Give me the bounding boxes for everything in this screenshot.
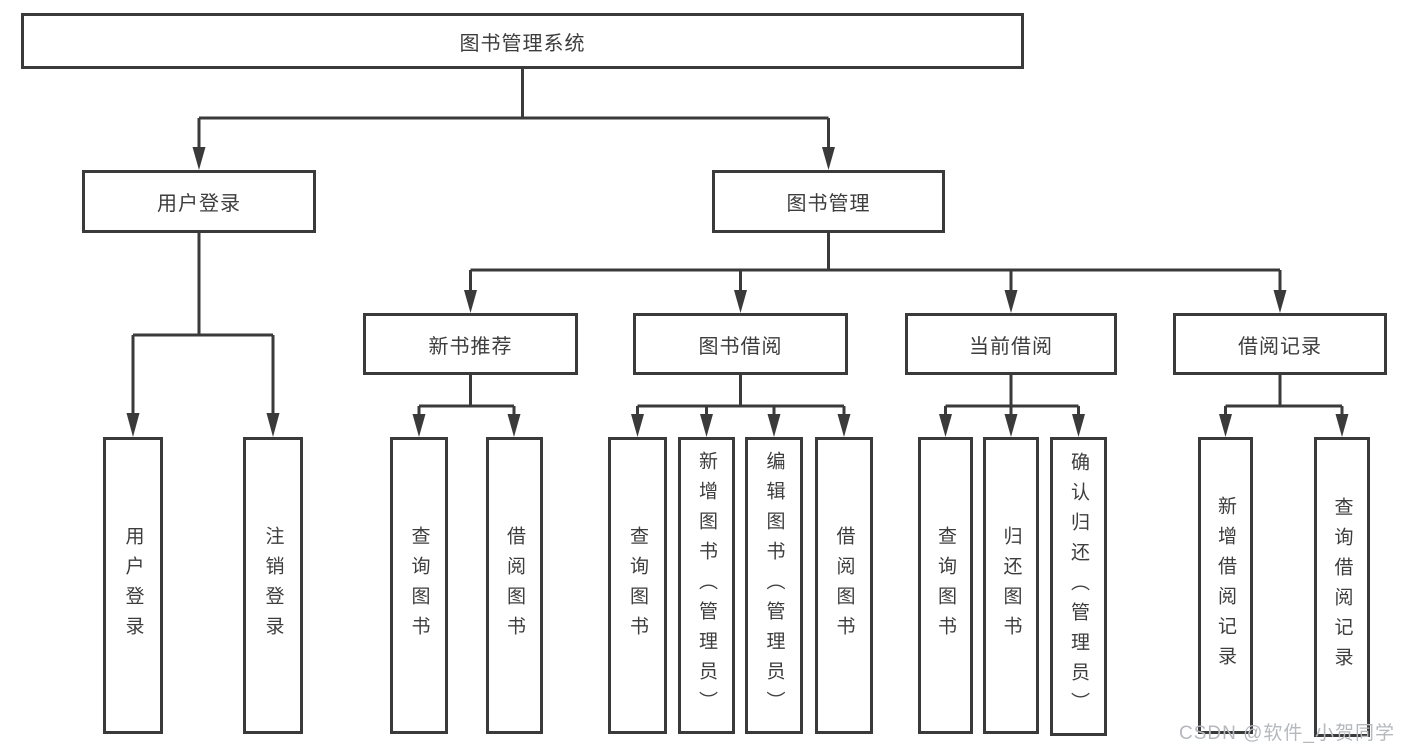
node-borrow-records-label: 借阅记录	[1238, 335, 1322, 358]
csdn-watermark: CSDN @软件_小贺同学	[1179, 723, 1395, 744]
leaf-query-borrow-record: 查询借阅记录	[1314, 437, 1370, 737]
leaf-edit-book-admin-label: 编辑图书（管理员）	[763, 450, 785, 721]
node-root-label: 图书管理系统	[459, 32, 586, 55]
leaf-user-login-label: 用户登录	[122, 525, 144, 646]
node-book-borrow: 图书借阅	[633, 313, 848, 375]
leaf-edit-book-admin: 编辑图书（管理员）	[745, 437, 803, 734]
leaf-recommend-borrow-book-label: 借阅图书	[504, 525, 525, 646]
node-root-system: 图书管理系统	[21, 13, 1024, 69]
node-new-book-recommend-label: 新书推荐	[428, 335, 513, 358]
leaf-logout: 注销登录	[243, 437, 303, 734]
leaf-borrow-book: 借阅图书	[815, 437, 873, 734]
arrowhead-icons	[126, 147, 1349, 437]
leaf-confirm-return-admin-label: 确认归还（管理员）	[1068, 451, 1089, 722]
leaf-user-login: 用户登录	[103, 437, 163, 734]
node-book-management-label: 图书管理	[786, 193, 871, 215]
leaf-borrow-query-book-label: 查询图书	[627, 525, 648, 646]
leaf-add-borrow-record: 新增借阅记录	[1198, 437, 1253, 734]
leaf-recommend-query-book: 查询图书	[390, 437, 448, 734]
node-borrow-records: 借阅记录	[1173, 313, 1387, 375]
leaf-current-query-book: 查询图书	[918, 437, 973, 734]
leaf-current-query-book-label: 查询图书	[935, 525, 956, 646]
leaf-add-book-admin: 新增图书（管理员）	[678, 437, 735, 734]
leaf-query-borrow-record-label: 查询借阅记录	[1331, 497, 1353, 677]
leaf-add-borrow-record-label: 新增借阅记录	[1215, 495, 1236, 676]
node-current-borrow-label: 当前借阅	[969, 335, 1053, 358]
leaf-add-book-admin-label: 新增图书（管理员）	[696, 450, 717, 721]
node-user-login: 用户登录	[82, 170, 316, 233]
leaf-recommend-query-book-label: 查询图书	[408, 525, 430, 646]
leaf-return-book-label: 归还图书	[1000, 525, 1022, 646]
leaf-recommend-borrow-book: 借阅图书	[486, 437, 543, 734]
leaf-confirm-return-admin: 确认归还（管理员）	[1050, 437, 1107, 736]
node-book-management: 图书管理	[712, 170, 945, 233]
node-user-login-label: 用户登录	[157, 193, 241, 215]
node-book-borrow-label: 图书借阅	[698, 335, 783, 358]
leaf-borrow-book-label: 借阅图书	[833, 525, 855, 646]
node-new-book-recommend: 新书推荐	[363, 313, 578, 375]
leaf-logout-label: 注销登录	[262, 525, 284, 646]
node-current-borrow: 当前借阅	[905, 313, 1117, 375]
leaf-return-book: 归还图书	[983, 437, 1039, 734]
leaf-borrow-query-book: 查询图书	[608, 437, 667, 734]
